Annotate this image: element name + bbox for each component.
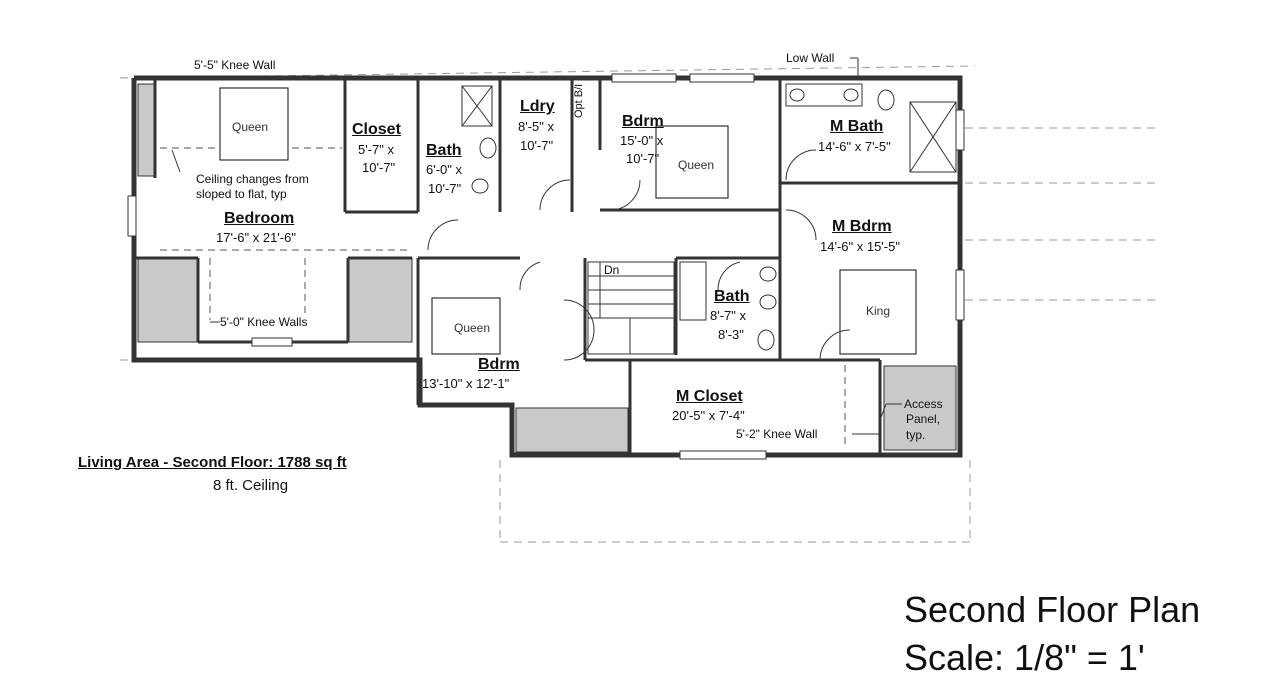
- access-panel-note-3: typ.: [906, 428, 926, 442]
- living-area-summary: Living Area - Second Floor: 1788 sq ft: [78, 454, 347, 471]
- stairs: [587, 261, 675, 355]
- bedroom-bottom-dim: 13'-10" x 12'-1": [422, 376, 510, 391]
- master-closet-name: M Closet: [676, 388, 743, 405]
- bath-2-dim-1: 8'-7" x: [710, 308, 746, 323]
- laundry-dim-2: 10'-7": [520, 138, 554, 153]
- laundry-dim-1: 8'-5" x: [518, 119, 554, 134]
- master-bedroom-name: M Bdrm: [832, 218, 892, 235]
- bedroom-top-bed-label: Queen: [678, 158, 715, 172]
- master-bed-label: King: [866, 304, 891, 318]
- master-bath-dim: 14'-6" x 7'-5": [818, 139, 891, 154]
- bath-2-dim-2: 8'-3": [718, 327, 744, 342]
- windows: [127, 73, 965, 460]
- plan-scale: Scale: 1/8" = 1': [904, 637, 1145, 678]
- bedroom-bottom-name: Bdrm: [478, 356, 520, 373]
- knee-wall-top-note: 5'-5" Knee Wall: [194, 58, 276, 72]
- plan-title: Second Floor Plan: [904, 589, 1201, 630]
- ceiling-height-summary: 8 ft. Ceiling: [213, 477, 289, 494]
- ceiling-change-note-1: Ceiling changes from: [196, 172, 309, 186]
- bath-1-name: Bath: [426, 142, 462, 159]
- closet-name: Closet: [352, 121, 401, 138]
- bedroom-bed-label: Queen: [232, 120, 269, 134]
- interior-walls: [134, 80, 960, 455]
- master-bath-name: M Bath: [830, 118, 884, 135]
- bedroom-name: Bedroom: [224, 210, 295, 227]
- bedroom-dim: 17'-6" x 21'-6": [216, 230, 296, 245]
- master-closet-knee-wall-note: 5'-2" Knee Wall: [736, 427, 818, 441]
- beds: [219, 87, 917, 355]
- closet-dim-1: 5'-7" x: [358, 142, 394, 157]
- door-swings: [427, 149, 851, 361]
- exterior-walls: [131, 75, 963, 458]
- bath-1-dim-1: 6'-0" x: [426, 162, 462, 177]
- master-bedroom-dim: 14'-6" x 15'-5": [820, 239, 900, 254]
- closet-dim-2: 10'-7": [362, 160, 396, 175]
- bedroom-top-dim-2: 10'-7": [626, 151, 660, 166]
- bedroom-top-dim-1: 15'-0" x: [620, 133, 664, 148]
- ceiling-change-note-2: sloped to flat, typ: [196, 187, 287, 201]
- stairs-down-label: Dn: [604, 263, 620, 277]
- bedroom-bottom-bed-label: Queen: [454, 321, 491, 335]
- knee-wall-areas: [137, 83, 957, 453]
- master-closet-dim: 20'-5" x 7'-4": [672, 408, 745, 423]
- access-panel-note-1: Access: [904, 397, 943, 411]
- low-wall-note: Low Wall: [786, 51, 835, 65]
- opt-bi-note: Opt B/I: [573, 83, 585, 118]
- laundry-name: Ldry: [520, 98, 555, 115]
- bath-1-dim-2: 10'-7": [428, 181, 462, 196]
- bath-2-name: Bath: [714, 288, 750, 305]
- bedroom-top-name: Bdrm: [622, 113, 664, 130]
- knee-walls-bottom-note: 5'-0" Knee Walls: [220, 315, 308, 329]
- bath-fixtures: [461, 83, 957, 351]
- access-panel-note-2: Panel,: [906, 412, 941, 426]
